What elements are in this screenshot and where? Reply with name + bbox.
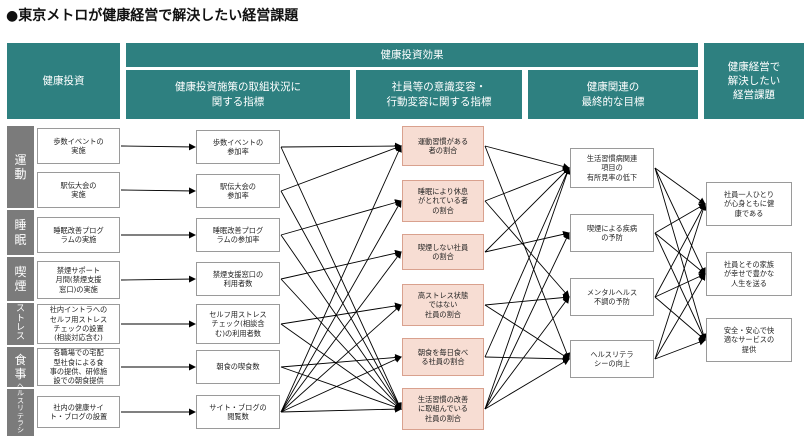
goal-box: 生活習慣病関連 項目の 有所見率の低下 [570, 148, 654, 188]
connector-arrow [120, 275, 196, 283]
connector-arrow [484, 145, 571, 360]
connector-arrow [280, 354, 402, 368]
connector-arrow [280, 366, 402, 411]
behavior-box: 生活習慣の改善 に取組んでいる 社員の割合 [402, 388, 484, 430]
header-koka: 健康投資効果 [126, 43, 698, 67]
behavior-box: 喫煙しない社員 の割合 [402, 234, 484, 270]
connector-arrow [280, 249, 402, 280]
indicator-box: セルフ用ストレス チェック(相談含 む)の利用者数 [196, 304, 280, 344]
goal-box: メンタルヘルス 不調の予防 [570, 278, 654, 316]
category-shokuji: 食 事 [7, 347, 34, 387]
category-suimin: 睡 眠 [7, 210, 34, 255]
connector-arrow [280, 190, 402, 410]
behavior-box: 睡眠により休息 がとれている者 の割合 [402, 180, 484, 222]
connector-arrow [484, 230, 570, 253]
connector-arrow [280, 142, 402, 150]
indicator-box: サイト・ブログの 閲覧数 [196, 395, 280, 429]
connector-arrow [654, 296, 706, 341]
connector-arrow [484, 166, 570, 202]
behavior-box: 運動習慣がある 者の割合 [402, 126, 484, 166]
connector-arrow [484, 167, 570, 253]
connector-arrow [280, 405, 402, 413]
investment-box: 禁煙サポート 月間(禁煙支援 窓口)の実施 [37, 261, 120, 299]
indicator-box: 歩数イベントの 参加率 [196, 130, 280, 164]
category-undo: 運 動 [7, 126, 34, 208]
connector-arrow [280, 200, 402, 413]
header-torikumi: 健康投資施策の取組状況に 関する指標 [126, 70, 350, 119]
category-kitsuen: 喫 煙 [7, 257, 34, 301]
connector-arrow [654, 203, 707, 360]
goal-box: ヘルスリテラ シーの向上 [570, 340, 654, 378]
investment-box: 社内の健康サイ ト・ブログの設置 [37, 396, 120, 428]
connector-arrow [280, 356, 402, 413]
investment-box: 社内イントラへの セルフ用ストレス チェックの設置 (相談対応含む) [37, 304, 120, 344]
connector-arrow [280, 251, 402, 413]
category-health-literacy: ヘ ル ス リ テ ラ シ ー [7, 382, 34, 440]
behavior-box: 朝食を毎日食べ る社員の割合 [402, 338, 484, 376]
goal-box: 喫煙による疾病 の予防 [570, 214, 654, 252]
issue-box: 安全・安心で快 適なサービスの 提供 [706, 318, 792, 362]
connector-arrow [280, 199, 402, 236]
connector-arrow [484, 200, 570, 298]
investment-box: 駅伝大会の 実施 [37, 172, 120, 208]
page-title: ●東京メトロが健康経営で解決したい経営課題 [6, 8, 299, 24]
connector-arrow [654, 203, 706, 298]
connector-arrow [280, 304, 402, 413]
connector-arrow [484, 167, 571, 410]
connector-arrow [654, 232, 706, 341]
connector-arrow [280, 302, 402, 325]
connector-arrow [654, 167, 706, 275]
connector-arrow [484, 296, 570, 410]
connector-arrow [280, 278, 402, 410]
indicator-box: 禁煙支援窓口の 利用者数 [196, 262, 280, 296]
issue-box: 社員一人ひとり が心身ともに健 康である [706, 182, 792, 226]
connector-arrow [654, 273, 706, 360]
connector-arrow [484, 232, 570, 410]
indicator-box: 睡眠改善プログ ラムの参加率 [196, 218, 280, 252]
header-kenko-toshi: 健康投資 [7, 43, 120, 119]
connector-arrow [484, 167, 570, 358]
connector-arrow [280, 234, 402, 410]
connector-arrow [280, 145, 402, 413]
connector-arrow [484, 355, 570, 363]
connector-arrow [280, 144, 402, 192]
connector-arrow [654, 273, 706, 298]
connector-arrow [280, 323, 402, 410]
connector-arrow [654, 338, 706, 360]
connector-arrow [120, 187, 196, 195]
connector-arrow [654, 232, 706, 275]
indicator-box: 朝食の喫食数 [196, 350, 280, 384]
header-kadai: 健康経営で 解決したい 経営課題 [704, 43, 804, 119]
connector-arrow [484, 294, 570, 306]
issue-box: 社員とその家族 が幸せで豊かな 人生を送る [706, 252, 792, 296]
connector-arrow [654, 203, 706, 234]
behavior-box: 高ストレス状態 ではない 社員の割合 [402, 284, 484, 326]
indicator-box: 駅伝大会の 参加率 [196, 174, 280, 208]
header-mokuhyo: 健康関連の 最終的な目標 [528, 70, 698, 119]
connector-arrow [654, 167, 706, 205]
investment-box: 睡眠改善プログ ラムの実施 [37, 217, 120, 253]
investment-box: 歩数イベントの 実施 [37, 128, 120, 164]
investment-box: 各職場での宅配 型社食による食 事の提供、研修施 設での朝食提供 [37, 348, 120, 386]
header-ishiki: 社員等の意識変容・ 行動変容に関する指標 [356, 70, 522, 119]
connector-arrow [484, 358, 570, 410]
connector-arrow [120, 143, 196, 151]
category-stress: ス ト レ ス [7, 303, 34, 345]
connector-arrow [484, 145, 570, 170]
connector-arrow [484, 304, 570, 360]
